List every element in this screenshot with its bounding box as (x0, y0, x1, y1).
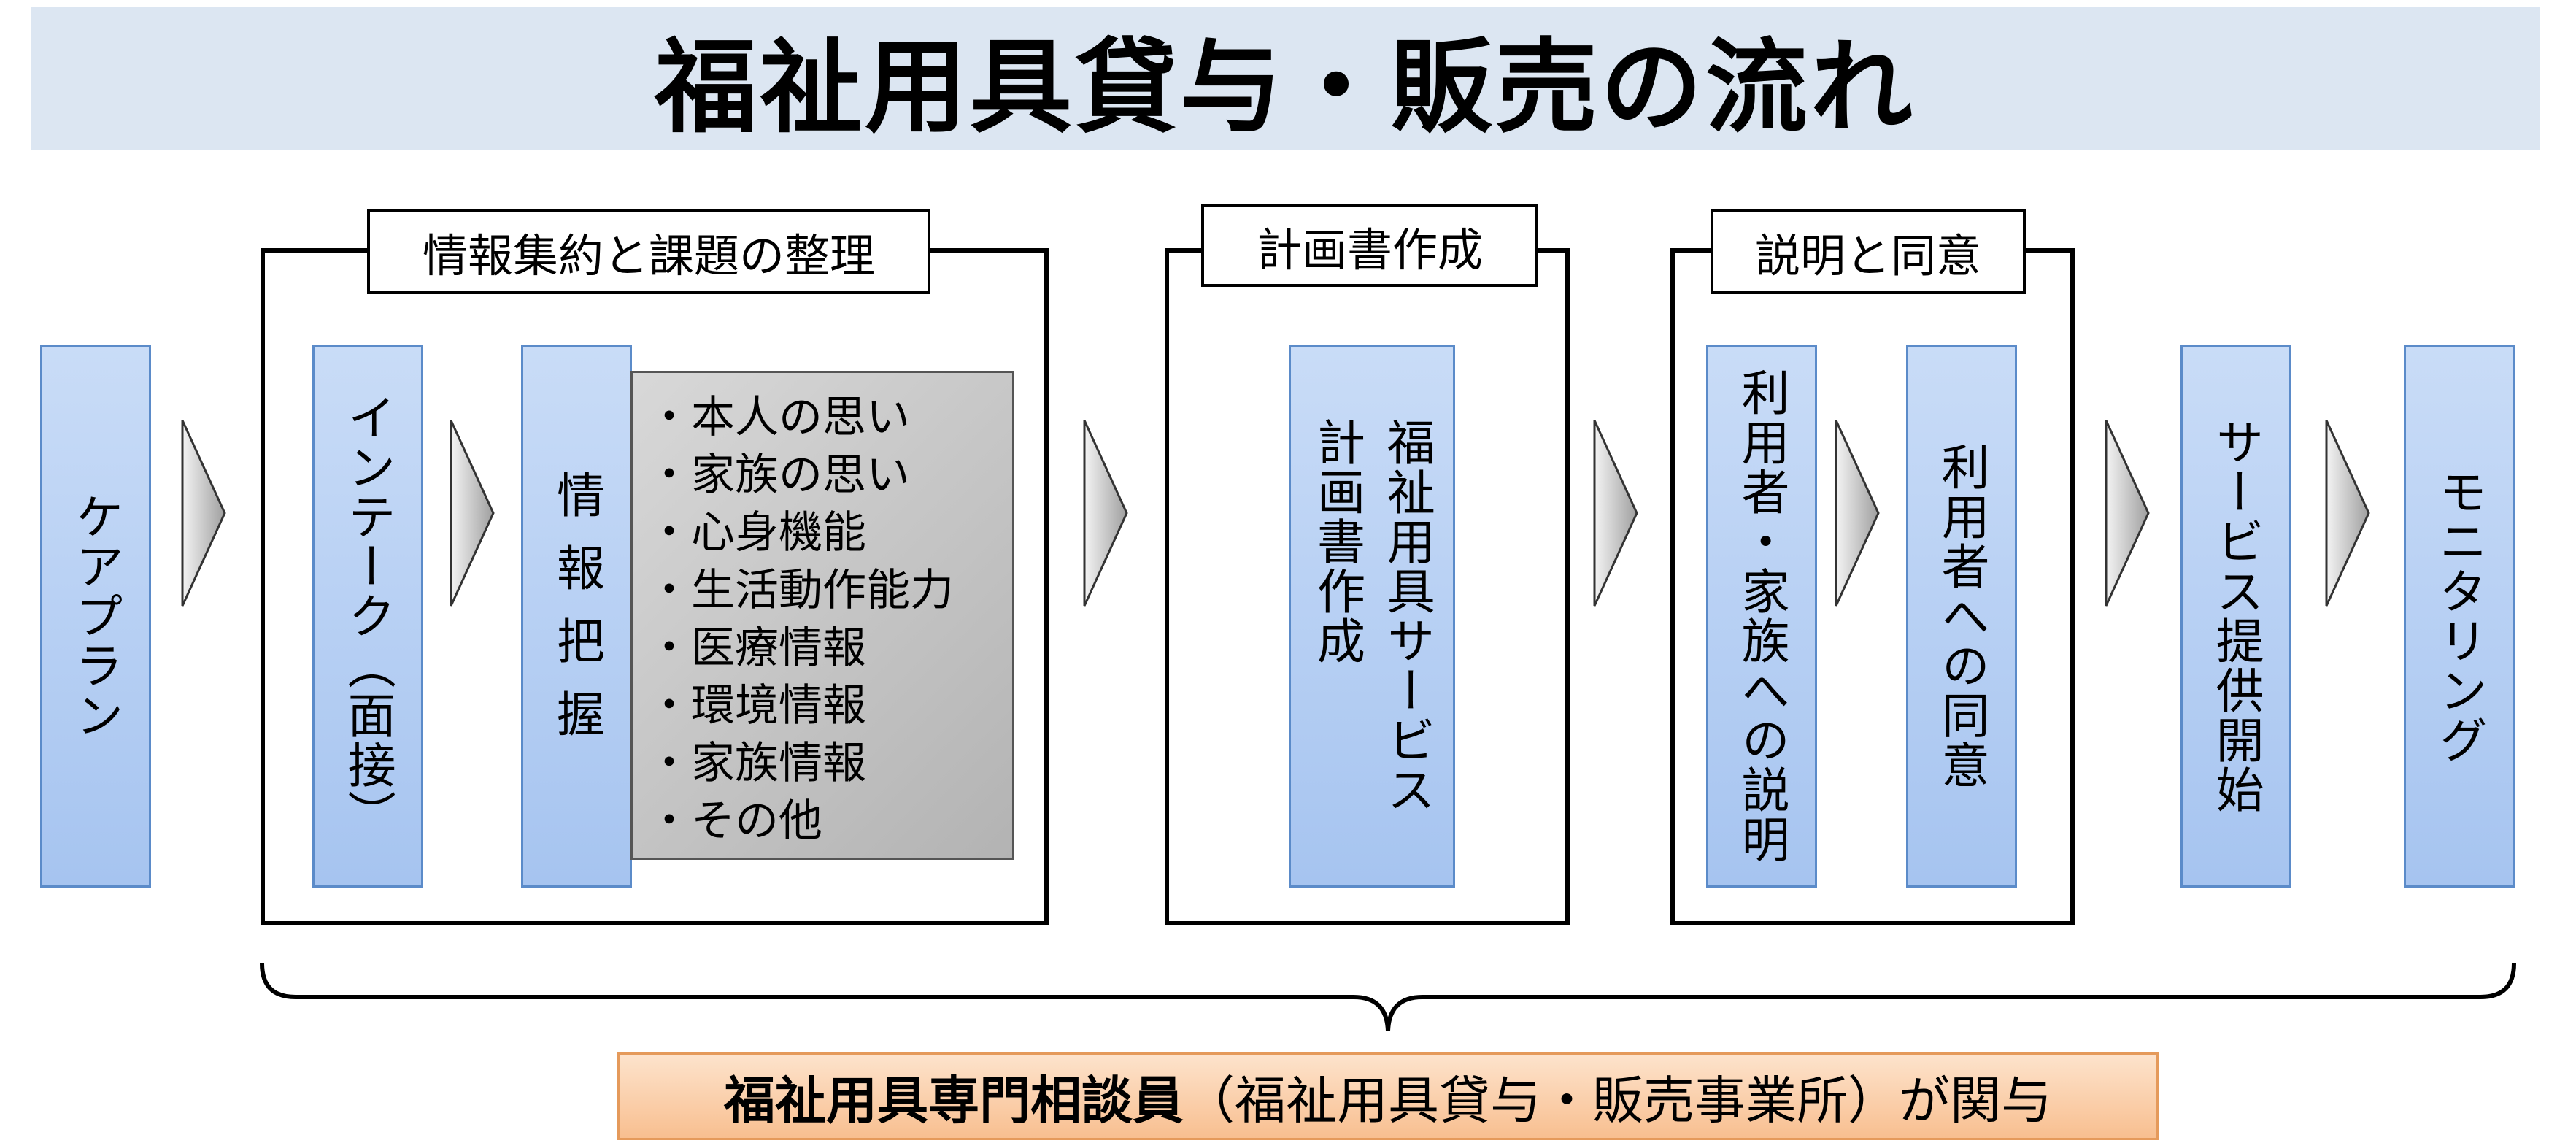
stage-service-start: サービス提供開始 (2180, 345, 2291, 888)
stage-intake: インテーク（面接） (312, 345, 423, 888)
info-list-item: ・医療情報 (647, 623, 866, 674)
info-list-item: ・その他 (647, 796, 822, 847)
chevron-right-icon (1835, 420, 1880, 607)
footer-strong-text: 福祉用具専門相談員 (724, 1070, 1184, 1131)
chevron-right-icon (1083, 420, 1128, 607)
chevron-right-icon (450, 420, 495, 607)
stage-explain: 利用者・家族への説明 (1706, 345, 1817, 888)
stage-monitoring: モニタリング (2404, 345, 2515, 888)
stage-intake-label: インテーク（面接） (339, 393, 396, 839)
stage-careplan: ケアプラン (40, 345, 151, 888)
info-list-item: ・生活動作能力 (647, 565, 954, 616)
chevron-right-icon (2325, 420, 2370, 607)
stage-info-grasp-label: 情報把握 (549, 470, 605, 762)
info-list-item: ・本人の思い (647, 392, 910, 443)
stage-plan-doc-label: 福祉用具サービス 計画書作成 (1309, 417, 1435, 815)
group-plan-label: 計画書作成 (1201, 204, 1538, 287)
stage-careplan-label: ケアプラン (67, 492, 124, 740)
footer-rest-text: （福祉用具貸与・販売事業所）が関与 (1184, 1070, 2052, 1131)
info-list-item: ・心身機能 (647, 507, 866, 558)
title-bar: 福祉用具貸与・販売の流れ (31, 7, 2540, 150)
info-list-item: ・環境情報 (647, 680, 866, 731)
info-list-item: ・家族の思い (647, 450, 910, 501)
info-list-item: ・家族情報 (647, 738, 866, 789)
stage-agree: 利用者への同意 (1906, 345, 2017, 888)
stage-monitoring-label: モニタリング (2431, 467, 2488, 765)
group-consent-label: 説明と同意 (1711, 209, 2026, 294)
chevron-right-icon (1593, 420, 1638, 607)
info-list-box: ・本人の思い ・家族の思い ・心身機能 ・生活動作能力 ・医療情報 ・環境情報 … (630, 371, 1014, 860)
curly-brace (260, 963, 2516, 1031)
group-info-label: 情報集約と課題の整理 (367, 209, 930, 294)
chevron-right-icon (2105, 420, 2150, 607)
stage-plan-doc: 福祉用具サービス 計画書作成 (1289, 345, 1455, 888)
stage-info-grasp: 情報把握 (521, 345, 632, 888)
page-title: 福祉用具貸与・販売の流れ (654, 28, 1916, 147)
stage-explain-label: 利用者・家族への説明 (1733, 368, 1790, 864)
stage-agree-label: 利用者への同意 (1933, 442, 1990, 790)
stage-service-start-label: サービス提供開始 (2207, 417, 2264, 815)
footer-banner: 福祉用具専門相談員（福祉用具貸与・販売事業所）が関与 (617, 1052, 2159, 1140)
chevron-right-icon (181, 420, 226, 607)
